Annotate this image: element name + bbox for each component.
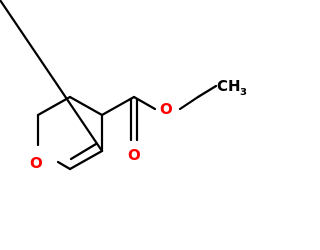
bond-c5-c6-double-inner [69,142,98,161]
carbonyl-oxygen-label: O [128,146,141,164]
molecule-canvas: O O O CH 3 [0,0,247,172]
bond-c5-to-carbonyl [100,95,136,117]
bond-c6-o1 [56,160,72,171]
bond-c5-carbonyl-c [0,0,104,153]
ring-oxygen-label: O [30,154,43,172]
methyl-subscript: 3 [240,87,247,98]
structure-diagram: O O O CH 3 [0,0,247,172]
bond-c2-c3 [36,95,72,117]
bond-ch2-ch3 [196,84,218,99]
ester-oxygen-label: O [160,100,173,118]
bond-c3-c4 [68,95,104,117]
bond-ester-o-ch2 [178,95,200,111]
methyl-label: CH [217,77,241,95]
bond-c5-c6-double [68,149,104,171]
